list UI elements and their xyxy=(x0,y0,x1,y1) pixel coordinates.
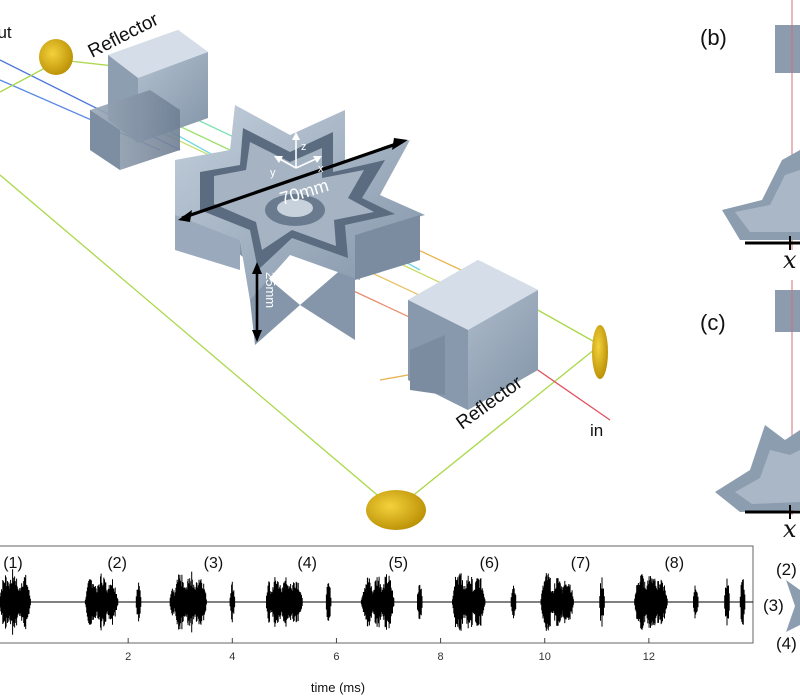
axis-y-label: y xyxy=(270,167,276,179)
star-cavity xyxy=(175,105,425,345)
dimension-70mm xyxy=(178,138,408,222)
gold-mirror-bottom xyxy=(366,490,426,530)
in-label: in xyxy=(590,421,603,440)
pulse-label: (7) xyxy=(571,555,591,572)
gold-mirror-top xyxy=(39,39,73,75)
side-panel-d: (2) (3) (4) xyxy=(763,560,800,653)
pulse-label-layer: (1) (2) (3) (4) (5) (6) (7) (8) xyxy=(3,555,684,572)
setup-illustration: Reflector Reflector out in 70mm 25mm z y… xyxy=(0,9,611,530)
coordinate-axes xyxy=(274,132,322,169)
x-tick-label: 2 xyxy=(125,651,131,663)
waveform-chart: (1) (2) (3) (4) (5) (6) (7) (8) 2 4 6 8 10 12 time (… xyxy=(0,545,754,695)
side-label-2: (2) xyxy=(776,560,797,579)
x-tick-label: 12 xyxy=(643,651,655,663)
x-axis-label: time (ms) xyxy=(311,680,365,695)
pulse-8 xyxy=(634,574,746,630)
side-panel-c: (c) x xyxy=(700,280,800,543)
pulse-label: (2) xyxy=(107,555,127,572)
pulse-label: (5) xyxy=(389,555,409,572)
pulse-label: (6) xyxy=(480,555,500,572)
x-label-b: x xyxy=(783,246,797,274)
tick-layer: 2 4 6 8 10 12 xyxy=(125,638,655,663)
pulse-1 xyxy=(0,569,31,635)
dimension-25mm xyxy=(252,262,262,342)
out-label: out xyxy=(0,23,12,42)
pulse-label: (8) xyxy=(664,555,684,572)
x-label-c: x xyxy=(783,515,797,543)
side-panel-b: (b) x xyxy=(700,0,800,274)
x-tick-label: 10 xyxy=(539,651,551,663)
x-tick-label: 8 xyxy=(438,651,444,663)
pulse-trace xyxy=(0,569,31,635)
side-label-3: (3) xyxy=(763,596,784,615)
reflector-block-top xyxy=(90,30,208,170)
gold-mirror-right xyxy=(592,325,608,379)
waveform-layer xyxy=(0,569,753,635)
axis-z-label: z xyxy=(301,141,307,153)
height-dimension-label: 25mm xyxy=(263,272,278,308)
x-tick-label: 4 xyxy=(229,651,235,663)
panel-label-b: (b) xyxy=(700,25,727,50)
side-label-4: (4) xyxy=(776,634,797,653)
x-tick-label: 6 xyxy=(333,651,339,663)
pulse-label: (3) xyxy=(204,555,224,572)
panel-label-c: (c) xyxy=(700,310,726,335)
pulse-label: (4) xyxy=(297,555,317,572)
reflector-block-bottom xyxy=(408,260,538,410)
pulse-trace xyxy=(634,574,746,630)
axis-x-label: x xyxy=(318,163,324,175)
pulse-label: (1) xyxy=(3,555,23,572)
